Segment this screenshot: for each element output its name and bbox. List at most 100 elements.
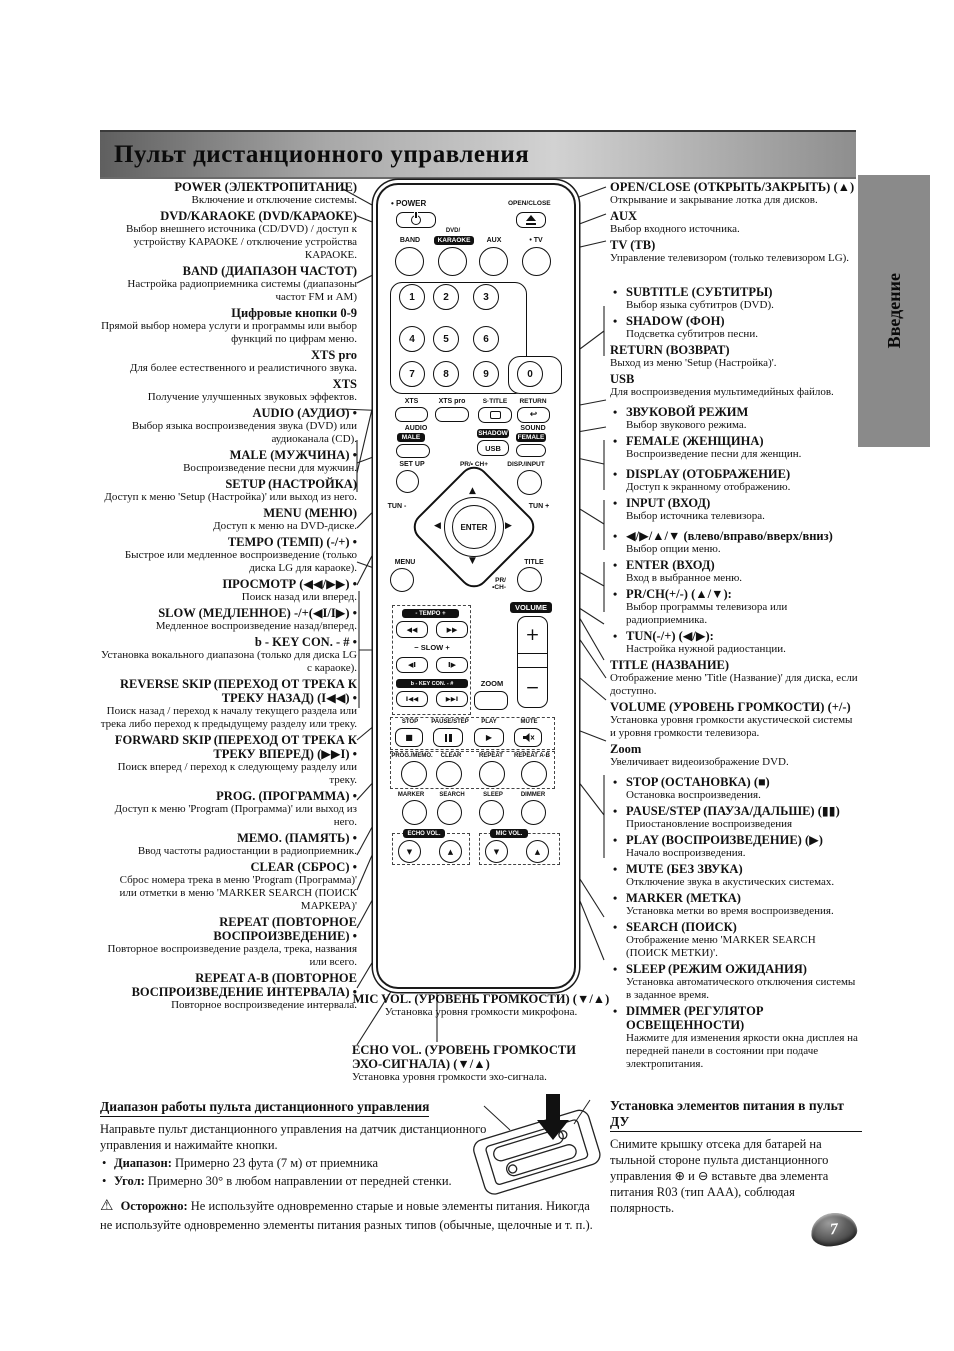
bullet: •: [613, 775, 618, 789]
tun-plus-label: TUN +: [528, 503, 550, 510]
callout-description: Поиск назад / переход к началу текущего …: [100, 705, 357, 730]
callout-item: b - KEY CON. - # • Установка вокального …: [100, 635, 357, 675]
stop-icon: ■: [405, 733, 413, 742]
callout-item: OPEN/CLOSE (ОТКРЫТЬ/ЗАКРЫТЬ) (▲) Открыва…: [610, 180, 860, 207]
slow-label: − SLOW +: [414, 643, 450, 652]
callout-description: Увеличивает видеоизображение DVD.: [610, 756, 789, 768]
prog-group-box: [390, 751, 555, 789]
digit-0-button: 0: [517, 361, 543, 387]
callout-heading: TEMPO (ТЕМП) (-/+) •: [227, 535, 357, 549]
callout-heading: SETUP (НАСТРОЙКА): [225, 477, 357, 491]
marker-button: [402, 800, 427, 825]
repeat-button: [479, 761, 505, 787]
echo-vol-tag: ECHO VOL.: [403, 829, 445, 838]
bullet: •: [613, 833, 618, 847]
bullet: •: [613, 314, 618, 328]
callout-heading: BAND (ДИАПАЗОН ЧАСТОТ): [182, 264, 357, 278]
mic-vol-heading: MIC VOL. (УРОВЕНЬ ГРОМКОСТИ) (▼/▲): [352, 992, 610, 1006]
callout-heading: MUTE (БЕЗ ЗВУКА): [626, 862, 743, 876]
scan-forward-icon: ▶▶: [446, 625, 458, 634]
digit-4-button: 4: [399, 326, 425, 352]
remote-range-section: Диапазон работы пульта дистанционного уп…: [100, 1098, 488, 1189]
callout-heading: SEARCH (ПОИСК): [626, 920, 737, 934]
slow-forward-icon: I▶: [448, 661, 456, 669]
callout-description: Приостановление воспроизведения: [626, 818, 793, 830]
callout-item: REPEAT A-B (ПОВТОРНОЕ ВОСПРОИЗВЕДЕНИЕ ИН…: [100, 971, 357, 1012]
up-icon: ▲: [534, 847, 541, 856]
power-button: [396, 212, 436, 228]
callout-heading: RETURN (ВОЗВРАТ): [610, 343, 730, 357]
callout-description: Выбор источника телевизора.: [626, 510, 765, 522]
callout-item: TV (ТВ) Управление телевизором (только т…: [610, 238, 860, 265]
callout-description: Доступ к меню 'Program (Программа)' или …: [114, 803, 357, 828]
callout-heading: SLEEP (РЕЖИМ ОЖИДАНИЯ): [626, 962, 807, 976]
bullet: •: [613, 496, 618, 510]
callout-description: Доступ к меню на DVD-диске.: [213, 520, 357, 532]
callout-description: Включение и отключение системы.: [191, 194, 357, 206]
section-title-bar: Пульт дистанционного управления: [100, 130, 856, 179]
digit-8-button: 8: [433, 361, 459, 387]
dpad-down-icon: ▼: [469, 556, 476, 566]
menu-label: MENU: [394, 559, 416, 566]
battery-section: Установка элементов питания в пульт ДУ С…: [610, 1098, 862, 1216]
mic-vol-up-button: ▲: [526, 840, 549, 863]
callout-description: Выбор звукового режима.: [626, 419, 747, 431]
aux-label: AUX: [486, 237, 502, 244]
callout-item: • DISPLAY (ОТОБРАЖЕНИЕ) Доступ к экранно…: [610, 467, 860, 494]
clear-label: CLEAR: [440, 753, 462, 759]
callout-heading: PLAY (ВОСПРОИЗВЕДЕНИЕ) (▶): [626, 833, 823, 847]
bullet: •: [613, 285, 618, 299]
slow-back-icon: ◀I: [408, 661, 416, 669]
digit-3-button: 3: [473, 284, 499, 310]
disp-input-button: [517, 470, 542, 495]
callout-heading: DIMMER (РЕГУЛЯТОР ОСВЕЩЕННОСТИ): [626, 1004, 764, 1032]
dvd-label: DVD/: [445, 228, 461, 234]
callout-description: Сброс номера трека в меню 'Program (Прог…: [119, 874, 357, 912]
callout-item: • MUTE (БЕЗ ЗВУКА) Отключение звука в ак…: [610, 862, 860, 889]
echo-vol-callout: ECHO VOL. (УРОВЕНЬ ГРОМКОСТИ ЭХО-СИГНАЛА…: [352, 1043, 602, 1084]
callout-item: USB Для воспроизведения мультимедийных ф…: [610, 372, 860, 399]
callout-item: • ENTER (ВХОД) Вход в выбранное меню.: [610, 558, 860, 585]
volume-tag: VOLUME: [510, 602, 552, 613]
callout-heading: XTS pro: [311, 348, 357, 362]
callout-description: Выбор языка воспроизведения звука (DVD) …: [131, 420, 357, 445]
return-label: RETURN: [519, 398, 547, 405]
pause-step-button: [433, 728, 463, 747]
angle-bullet: • Угол: Примерно 30° в любом направлении…: [100, 1173, 488, 1189]
dimmer-button: [521, 800, 546, 825]
page-title: Пульт дистанционного управления: [114, 140, 530, 168]
callout-heading: FEMALE (ЖЕНЩИНА): [626, 434, 764, 448]
callout-item: • SUBTITLE (СУБТИТРЫ) Выбор языка субтит…: [610, 285, 860, 312]
bullet: •: [613, 629, 618, 643]
callout-heading: DVD/KARAOKE (DVD/КАРАОКЕ): [160, 209, 357, 223]
callout-item: • INPUT (ВХОД) Выбор источника телевизор…: [610, 496, 860, 523]
dvd-karaoke-button: [438, 247, 467, 276]
callout-heading: ◀/▶/▲/▼ (влево/вправо/вверх/вниз): [626, 529, 833, 543]
callout-item: Zoom Увеличивает видеоизображение DVD.: [610, 742, 860, 769]
echo-vol-down-button: ▼: [398, 840, 421, 863]
prog-memo-label: PROG./MEMO.: [391, 753, 433, 759]
title-button: [517, 567, 542, 592]
callout-description: Доступ к экранному отображению.: [626, 481, 791, 493]
callout-heading: ПРОСМОТР (◀◀/▶▶) •: [222, 577, 357, 591]
digit-6-button: 6: [473, 326, 499, 352]
callout-heading: MALE (МУЖЧИНА) •: [229, 448, 357, 462]
scan-back-icon: ◀◀: [406, 625, 418, 634]
sleep-button: [479, 800, 504, 825]
warning-triangle-icon: ⚠: [100, 1196, 114, 1214]
callout-item: • FEMALE (ЖЕНЩИНА) Воспроизведение песни…: [610, 434, 860, 461]
bullet: •: [613, 529, 618, 543]
callout-item: AUDIO (АУДИО) • Выбор языка воспроизведе…: [100, 406, 357, 446]
slow-back-button: ◀I: [396, 657, 428, 673]
page-number: 7: [829, 1220, 839, 1238]
callout-description: Воспроизведение песни для женщин.: [626, 448, 802, 460]
callout-description: Установка метки во время воспроизведения…: [626, 905, 834, 917]
set-up-label: SET UP: [399, 461, 425, 468]
tempo-group-box: [392, 605, 471, 715]
callout-description: Повторное воспроизведение раздела, трека…: [107, 943, 357, 968]
eject-button: [516, 212, 546, 228]
pr-ch-plus-label: PR/• CH+: [459, 461, 489, 468]
range-bullet: • Диапазон: Примерно 23 фута (7 м) от пр…: [100, 1155, 488, 1171]
callout-item: • DIMMER (РЕГУЛЯТОР ОСВЕЩЕННОСТИ) Нажмит…: [610, 1004, 860, 1071]
s-title-label: S·TITLE: [482, 398, 508, 405]
